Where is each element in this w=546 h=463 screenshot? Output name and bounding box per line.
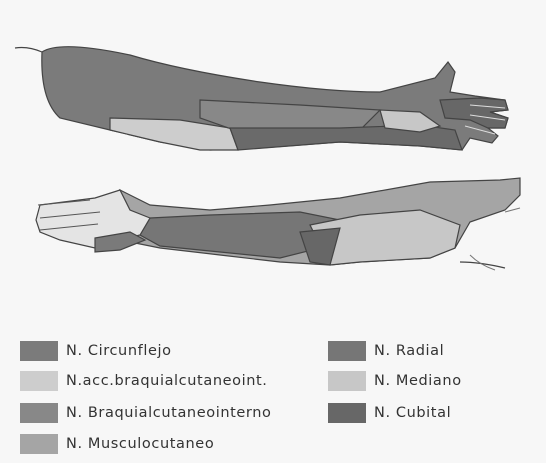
legend-item-musculocutaneo: N. Musculocutaneo	[20, 434, 214, 454]
upper-arm-illustration	[15, 47, 508, 150]
legend-swatch	[328, 341, 366, 361]
legend-swatch	[20, 371, 58, 391]
legend-label: N. Circunflejo	[66, 343, 172, 359]
legend-item-braquialcutaneo-interno: N. Braquialcutaneointerno	[20, 403, 272, 423]
arm-nerve-diagram	[0, 0, 546, 320]
legend-item-radial: N. Radial	[328, 341, 444, 361]
legend-item-mediano: N. Mediano	[328, 371, 462, 391]
legend-label: N. Cubital	[374, 405, 451, 421]
legend-label: N. Braquialcutaneointerno	[66, 405, 272, 421]
legend-swatch	[20, 341, 58, 361]
legend-item-cubital: N. Cubital	[328, 403, 451, 423]
legend-label: N. Mediano	[374, 373, 462, 389]
legend-swatch	[20, 434, 58, 454]
legend-label: N.acc.braquialcutaneoint.	[66, 373, 268, 389]
legend-item-circunflejo: N. Circunflejo	[20, 341, 172, 361]
lower-arm-illustration	[36, 178, 520, 268]
legend-swatch	[328, 403, 366, 423]
legend-swatch	[328, 371, 366, 391]
legend-label: N. Radial	[374, 343, 444, 359]
legend-item-acc-braquialcutaneo: N.acc.braquialcutaneoint.	[20, 371, 268, 391]
legend-label: N. Musculocutaneo	[66, 436, 214, 452]
legend-swatch	[20, 403, 58, 423]
